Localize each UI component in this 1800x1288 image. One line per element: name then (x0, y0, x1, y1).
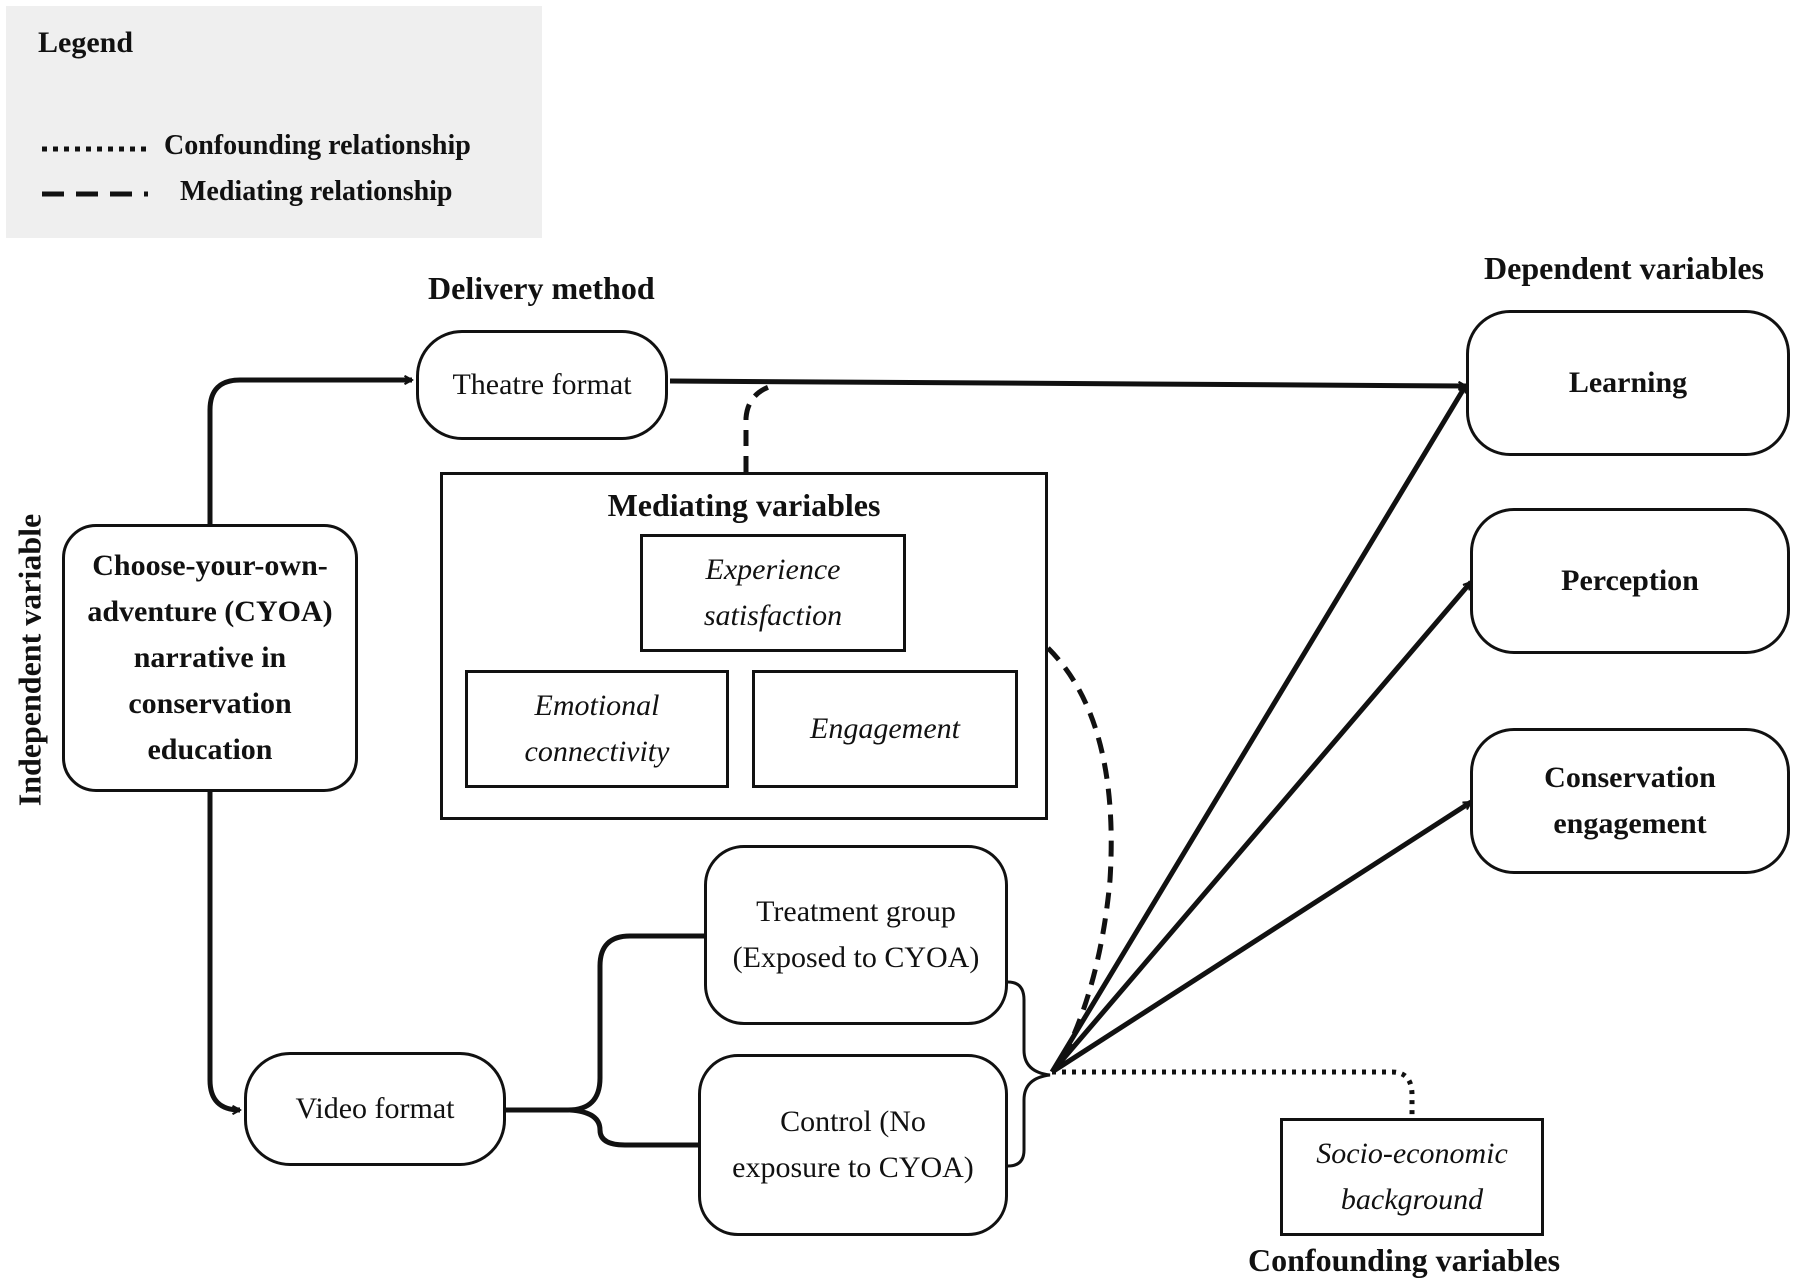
arrow-to-conservation (1050, 799, 1471, 1075)
cyoa-label: Choose-your-own-adventure (CYOA) narrati… (87, 549, 333, 766)
legend-title: Legend (38, 26, 134, 59)
arrow-to-perception (1050, 582, 1473, 1074)
video-format-label: Video format (295, 1092, 455, 1125)
perception-label: Perception (1561, 564, 1699, 597)
arrow-theatre-to-learning (669, 378, 1466, 386)
treatment-group-label: Treatment group (Exposed to CYOA) (732, 895, 980, 974)
conservation-engagement-node: Conservation engagement (1470, 728, 1790, 874)
control-group-node: Control (No exposure to CYOA) (698, 1054, 1008, 1236)
mediating-link-theatre (743, 382, 776, 472)
socio-economic-node: Socio-economic background (1280, 1118, 1544, 1236)
experience-satisfaction-label: Experience satisfaction (703, 553, 843, 632)
legend-confounding-label: Confounding relationship (164, 130, 471, 161)
legend: Legend Confounding relationship Mediatin… (6, 6, 542, 238)
arrow-cyoa-to-video (207, 792, 240, 1110)
legend-mediating-label: Mediating relationship (180, 176, 453, 207)
mediating-variables-label: Mediating variables (607, 487, 881, 523)
confounding-link (1052, 1069, 1415, 1118)
link-video-to-control (569, 1107, 700, 1148)
emotional-connectivity-label: Emotional connectivity (524, 689, 670, 768)
conservation-engagement-label: Conservation engagement (1544, 761, 1716, 840)
dependent-variables-label: Dependent variables (1484, 250, 1764, 286)
learning-label: Learning (1568, 366, 1688, 399)
engagement-node: Engagement (752, 670, 1018, 788)
emotional-connectivity-node: Emotional connectivity (465, 670, 729, 788)
link-video-to-treatment (505, 933, 704, 1113)
cyoa-node: Choose-your-own-adventure (CYOA) narrati… (62, 524, 358, 792)
dashed-line-sample (42, 191, 148, 197)
theatre-format-node: Theatre format (416, 330, 668, 440)
video-format-node: Video format (244, 1052, 506, 1166)
engagement-label: Engagement (810, 712, 960, 745)
control-group-label: Control (No exposure to CYOA) (732, 1105, 974, 1184)
learning-node: Learning (1466, 310, 1790, 456)
arrow-cyoa-to-theatre (207, 380, 412, 525)
experience-satisfaction-node: Experience satisfaction (640, 534, 906, 652)
independent-variable-label: Independent variable (11, 513, 48, 807)
socio-economic-label: Socio-economic background (1316, 1137, 1508, 1216)
confounding-variables-label: Confounding variables (1248, 1242, 1561, 1278)
theatre-format-label: Theatre format (452, 368, 632, 401)
arrow-to-learning (1049, 385, 1469, 1074)
delivery-method-label: Delivery method (428, 270, 655, 306)
mediating-link-outcomes (1046, 646, 1114, 1070)
perception-node: Perception (1470, 508, 1790, 654)
treatment-group-node: Treatment group (Exposed to CYOA) (704, 845, 1008, 1025)
dotted-line-sample (42, 146, 148, 152)
group-bracket (1007, 980, 1051, 1168)
